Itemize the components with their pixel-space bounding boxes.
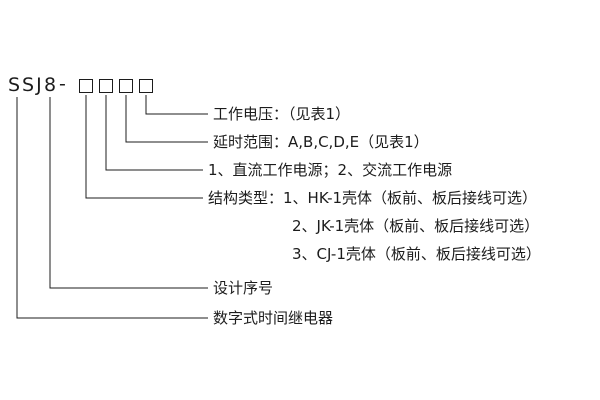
callout-design-serial: 设计序号 bbox=[213, 279, 274, 297]
callout-delay-range: 延时范围：A,B,C,D,E（见表1） bbox=[213, 133, 429, 151]
connector-digit-design-serial bbox=[49, 97, 208, 289]
model-prefix: SSJ bbox=[8, 74, 44, 96]
placeholder-box-3 bbox=[119, 79, 133, 93]
callout-product-name: 数字式时间继电器 bbox=[213, 309, 334, 327]
model-design-number: 8 bbox=[44, 74, 57, 96]
callout-structure-type-line1: 结构类型：1、HK-1壳体（板前、板后接线可选） bbox=[208, 189, 538, 207]
connector-box2-power-type bbox=[105, 95, 203, 171]
placeholder-box-1 bbox=[79, 79, 93, 93]
callout-working-voltage: 工作电压：（见表1） bbox=[213, 105, 351, 123]
model-separator: - bbox=[59, 73, 66, 95]
connector-box3-delay-range bbox=[125, 95, 208, 143]
callout-power-type: 1、直流工作电源；2、交流工作电源 bbox=[208, 161, 453, 179]
placeholder-box-4 bbox=[139, 79, 153, 93]
connector-box1-structure-type bbox=[85, 95, 203, 199]
placeholder-box-2 bbox=[99, 79, 113, 93]
callout-structure-type-line2: 2、JK-1壳体（板前、板后接线可选） bbox=[292, 217, 540, 235]
connector-box4-working-voltage bbox=[145, 95, 208, 115]
connector-prefix-product-name bbox=[16, 97, 208, 319]
callout-structure-type-line3: 3、CJ-1壳体（板前、板后接线可选） bbox=[292, 245, 541, 263]
